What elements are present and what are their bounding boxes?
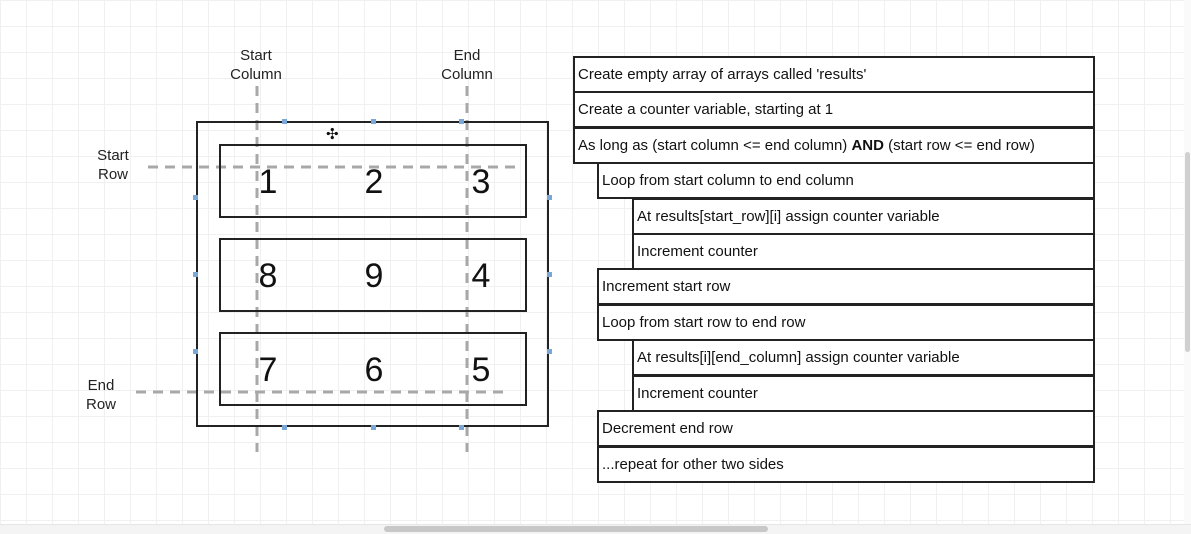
end-column-label: End Column: [441, 47, 493, 83]
step-repeat-other-sides[interactable]: ...repeat for other two sides: [597, 446, 1095, 483]
matrix-cell: 1: [258, 163, 278, 201]
step-text: (start row <= end row): [883, 137, 1035, 154]
selection-handle[interactable]: [371, 425, 376, 430]
selection-handle[interactable]: [371, 119, 376, 124]
step-increment-counter[interactable]: Increment counter: [632, 233, 1095, 270]
selection-handle[interactable]: [547, 272, 552, 277]
step-assign-top-row[interactable]: At results[start_row][i] assign counter …: [632, 198, 1095, 235]
step-create-counter[interactable]: Create a counter variable, starting at 1: [573, 91, 1095, 128]
step-text: At results[i][end_column] assign counter…: [637, 349, 960, 366]
step-text: Increment counter: [637, 385, 758, 402]
step-text: Loop from start row to end row: [602, 314, 806, 331]
matrix-cell: 4: [471, 257, 491, 295]
step-loop-columns[interactable]: Loop from start column to end column: [597, 162, 1095, 199]
selection-handle[interactable]: [459, 425, 464, 430]
step-while-loop[interactable]: As long as (start column <= end column) …: [573, 127, 1095, 164]
step-create-results[interactable]: Create empty array of arrays called 'res…: [573, 56, 1095, 93]
step-assign-end-column[interactable]: At results[i][end_column] assign counter…: [632, 339, 1095, 376]
step-text: At results[start_row][i] assign counter …: [637, 208, 940, 225]
step-text: Loop from start column to end column: [602, 172, 854, 189]
selection-handle[interactable]: [193, 272, 198, 277]
start-column-label: Start Column: [230, 47, 282, 83]
step-text: Increment start row: [602, 278, 731, 295]
step-text: Decrement end row: [602, 420, 733, 437]
matrix-row-1[interactable]: [219, 144, 527, 218]
end-row-label: End Row: [85, 377, 116, 413]
step-decrement-end-row[interactable]: Decrement end row: [597, 410, 1095, 447]
selection-handle[interactable]: [193, 195, 198, 200]
selection-handle[interactable]: [459, 119, 464, 124]
vertical-scrollbar-thumb[interactable]: [1185, 152, 1190, 352]
matrix-cell: 6: [364, 351, 384, 389]
horizontal-scrollbar-thumb[interactable]: [384, 526, 768, 532]
step-text: Increment counter: [637, 243, 758, 260]
matrix-cell: 8: [258, 257, 278, 295]
step-text: Create a counter variable, starting at 1: [578, 101, 834, 118]
selection-handle[interactable]: [547, 195, 552, 200]
matrix-cell: 3: [471, 163, 491, 201]
selection-handle[interactable]: [282, 425, 287, 430]
step-text: Create empty array of arrays called 'res…: [578, 66, 867, 83]
matrix-row-2[interactable]: [219, 238, 527, 312]
selection-handle[interactable]: [193, 349, 198, 354]
matrix-cell: 9: [364, 257, 384, 295]
matrix-cell: 5: [471, 351, 491, 389]
horizontal-scrollbar[interactable]: [0, 524, 1191, 534]
selection-handle[interactable]: [282, 119, 287, 124]
step-bold-keyword: AND: [851, 137, 884, 154]
step-increment-counter[interactable]: Increment counter: [632, 375, 1095, 412]
vertical-scrollbar[interactable]: [1184, 0, 1191, 524]
start-row-label: Start Row: [97, 147, 129, 183]
step-loop-rows[interactable]: Loop from start row to end row: [597, 304, 1095, 341]
selection-handle[interactable]: [547, 349, 552, 354]
step-text: ...repeat for other two sides: [602, 456, 784, 473]
move-cursor-icon: ✣: [326, 126, 339, 143]
step-increment-start-row[interactable]: Increment start row: [597, 268, 1095, 305]
matrix-cell: 7: [258, 351, 278, 389]
matrix-row-3[interactable]: [219, 332, 527, 406]
matrix-cell: 2: [364, 163, 384, 201]
step-text: As long as (start column <= end column): [578, 137, 852, 154]
